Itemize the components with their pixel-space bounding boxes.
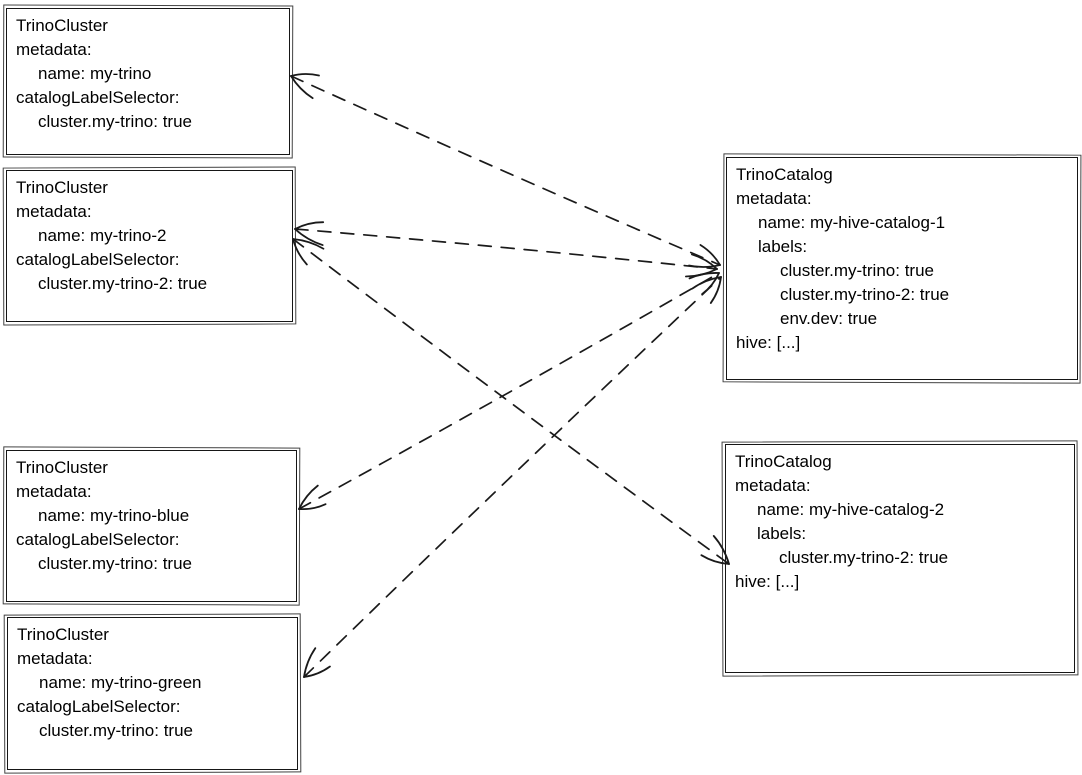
node-line: metadata: bbox=[16, 482, 92, 501]
node-line: cluster.my-trino-2: true bbox=[779, 548, 949, 567]
edge-trino-cluster-my-trino--trino-catalog-my-hive-catalog-1-head bbox=[290, 75, 314, 100]
edge-trino-cluster-my-trino--trino-catalog-my-hive-catalog-1-head bbox=[290, 73, 320, 77]
node-trino-cluster-my-trino-blue: TrinoCluster metadata: name: my-trino-blue… bbox=[6, 450, 297, 602]
edge-trino-cluster-my-trino-green--trino-catalog-my-hive-catalog-1-head bbox=[303, 647, 317, 678]
node-line: labels: bbox=[758, 237, 808, 256]
edge-trino-cluster-my-trino-blue--trino-catalog-my-hive-catalog-1 bbox=[298, 272, 720, 510]
edge-trino-cluster-my-trino-2--trino-catalog-my-hive-catalog-2-head bbox=[292, 238, 308, 266]
node-trino-catalog-my-hive-catalog-1: TrinoCatalog metadata: name: my-hive-catal… bbox=[726, 157, 1078, 380]
edge-trino-cluster-my-trino-blue--trino-catalog-my-hive-catalog-1-head bbox=[688, 272, 720, 280]
node-line: cluster.my-trino-2: true bbox=[780, 285, 950, 304]
node-line: name: my-trino-blue bbox=[38, 506, 190, 525]
node-line: name: my-trino-2 bbox=[38, 226, 167, 245]
node-line: cluster.my-trino-2: true bbox=[38, 274, 208, 293]
node-line: cluster.my-trino: true bbox=[780, 261, 934, 280]
edge-trino-cluster-my-trino-2--trino-catalog-my-hive-catalog-2 bbox=[292, 238, 730, 565]
edge-trino-cluster-my-trino-blue--trino-catalog-my-hive-catalog-1-head bbox=[298, 484, 319, 510]
edge-trino-cluster-my-trino-2--trino-catalog-my-hive-catalog-1-head bbox=[294, 228, 324, 246]
node-line: metadata: bbox=[735, 476, 811, 495]
edge-trino-cluster-my-trino-2--trino-catalog-my-hive-catalog-1-head bbox=[294, 221, 325, 230]
edge-trino-cluster-my-trino-2--trino-catalog-my-hive-catalog-2-head bbox=[292, 238, 325, 250]
edge-trino-cluster-my-trino--trino-catalog-my-hive-catalog-1-head bbox=[699, 244, 721, 266]
node-line: TrinoCluster bbox=[16, 458, 108, 477]
node-line: metadata: bbox=[17, 649, 93, 668]
node-line: catalogLabelSelector: bbox=[16, 250, 180, 269]
edge-trino-cluster-my-trino-green--trino-catalog-my-hive-catalog-1 bbox=[303, 276, 722, 678]
node-line: name: my-trino-green bbox=[39, 673, 202, 692]
edge-trino-cluster-my-trino-blue--trino-catalog-my-hive-catalog-1-head bbox=[298, 503, 327, 511]
node-line: name: my-hive-catalog-1 bbox=[758, 213, 946, 232]
node-line: metadata: bbox=[16, 40, 92, 59]
node-line: name: my-trino bbox=[38, 64, 152, 83]
node-line: catalogLabelSelector: bbox=[16, 88, 180, 107]
edge-trino-cluster-my-trino-blue--trino-catalog-my-hive-catalog-1-head bbox=[701, 272, 720, 295]
node-line: TrinoCatalog bbox=[735, 452, 832, 471]
edge-trino-cluster-my-trino-green--trino-catalog-my-hive-catalog-1-head bbox=[691, 276, 722, 290]
node-line: metadata: bbox=[736, 189, 812, 208]
node-line: TrinoCluster bbox=[16, 178, 108, 197]
node-line: labels: bbox=[757, 524, 807, 543]
node-line: name: my-hive-catalog-2 bbox=[757, 500, 945, 519]
node-line: TrinoCluster bbox=[17, 625, 109, 644]
node-trino-catalog-my-hive-catalog-2: TrinoCatalog metadata: name: my-hive-catal… bbox=[725, 444, 1075, 673]
edge-trino-cluster-my-trino-2--trino-catalog-my-hive-catalog-1 bbox=[294, 228, 718, 270]
node-line: catalogLabelSelector: bbox=[17, 697, 181, 716]
node-line: hive: [...] bbox=[736, 333, 801, 352]
edge-trino-cluster-my-trino-2--trino-catalog-my-hive-catalog-1-head bbox=[684, 268, 718, 278]
node-trino-cluster-my-trino-green: TrinoCluster metadata: name: my-trino-gree… bbox=[7, 617, 298, 770]
node-line: cluster.my-trino: true bbox=[39, 721, 193, 740]
edge-trino-cluster-my-trino-green--trino-catalog-my-hive-catalog-1-head bbox=[709, 276, 722, 304]
edge-trino-cluster-my-trino--trino-catalog-my-hive-catalog-1 bbox=[290, 75, 721, 266]
edge-trino-cluster-my-trino--trino-catalog-my-hive-catalog-1-head bbox=[688, 264, 721, 268]
node-trino-cluster-my-trino: TrinoCluster metadata: name: my-trino catal… bbox=[6, 8, 290, 155]
edge-trino-cluster-my-trino-green--trino-catalog-my-hive-catalog-1-head bbox=[303, 665, 331, 678]
edge-trino-cluster-my-trino-2--trino-catalog-my-hive-catalog-1-head bbox=[691, 253, 718, 270]
node-line: catalogLabelSelector: bbox=[16, 530, 180, 549]
node-line: env.dev: true bbox=[780, 309, 878, 328]
node-line: cluster.my-trino: true bbox=[38, 554, 192, 573]
node-line: metadata: bbox=[16, 202, 92, 221]
node-line: TrinoCatalog bbox=[736, 165, 833, 184]
node-trino-cluster-my-trino-2: TrinoCluster metadata: name: my-trino-2 cat… bbox=[6, 170, 293, 322]
node-line: TrinoCluster bbox=[16, 16, 108, 35]
node-line: hive: [...] bbox=[735, 572, 800, 591]
node-line: cluster.my-trino: true bbox=[38, 112, 192, 131]
